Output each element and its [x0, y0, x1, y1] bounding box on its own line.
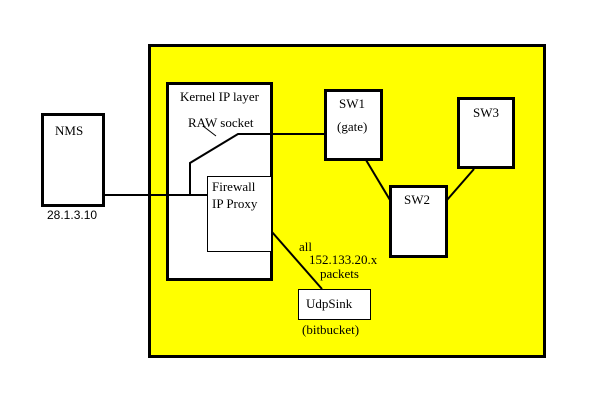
kernel-label: Kernel IP layer	[180, 89, 259, 104]
sw1-sublabel: (gate)	[337, 119, 368, 134]
edge-label-subnet: 152.133.20.x	[309, 252, 378, 267]
udpsink-node[interactable]	[298, 289, 371, 320]
sw1-label: SW1	[339, 96, 365, 111]
udpsink-sublabel: (bitbucket)	[302, 322, 360, 337]
edge-label-packets: packets	[320, 266, 359, 281]
sw2-node[interactable]	[389, 185, 448, 258]
sw3-label: SW3	[473, 105, 499, 120]
raw-socket-label: RAW socket	[188, 115, 254, 130]
udpsink-label: UdpSink	[306, 296, 353, 311]
sw1-node[interactable]	[324, 89, 383, 161]
nms-label: NMS	[55, 123, 84, 138]
firewall-label-line2: IP Proxy	[212, 196, 258, 211]
nms-address: 28.1.3.10	[47, 208, 98, 222]
sw3-node[interactable]	[457, 97, 515, 169]
firewall-label-line1: Firewall	[212, 179, 256, 194]
sw2-label: SW2	[404, 192, 430, 207]
nms-node[interactable]	[41, 113, 105, 207]
